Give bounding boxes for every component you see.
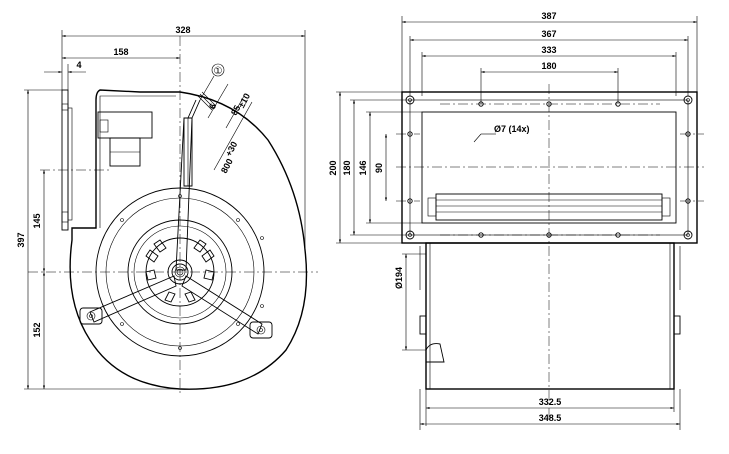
terminal-box — [97, 111, 153, 139]
dim-height-200: 200 — [328, 160, 338, 175]
svg-text:6: 6 — [207, 102, 218, 111]
dim-bottom-overall: 348.5 — [539, 413, 562, 423]
dim-inlet-offset: 158 — [113, 47, 128, 57]
dim-height-90: 90 — [374, 163, 384, 173]
cable-length-dim: 800 +30 — [219, 140, 239, 175]
dim-lower-height: 152 — [32, 322, 42, 337]
dim-wheel-diameter: Ø194 — [394, 267, 404, 289]
dim-top-hole-pitch: 367 — [541, 29, 556, 39]
dim-top-hole-spacing: 180 — [541, 61, 556, 71]
dim-height-180: 180 — [342, 160, 352, 175]
dim-upper-height: 145 — [32, 213, 42, 228]
mounting-flange — [61, 89, 69, 231]
foot-right — [249, 321, 273, 339]
inlet-nozzle — [425, 343, 445, 363]
dim-overall-width: 328 — [175, 25, 190, 35]
scroll-housing — [69, 89, 308, 390]
svg-text:800: 800 — [219, 157, 235, 175]
housing-body — [425, 242, 675, 390]
hole-note: Ø7 (14x) — [494, 124, 530, 134]
dim-bottom-inner: 332.5 — [539, 397, 562, 407]
dim-top-overall: 387 — [541, 11, 556, 21]
cable-strip-short-dim: 6 — [207, 102, 218, 111]
rotor-slots — [145, 239, 215, 303]
right-view: 387 367 333 180 — [328, 11, 704, 430]
dim-height-146: 146 — [358, 160, 368, 175]
callout-circle — [211, 63, 225, 77]
svg-text:±10: ±10 — [236, 92, 252, 110]
dim-top-inner: 333 — [541, 45, 556, 55]
motor-cable — [183, 91, 217, 187]
callout-number: ① — [214, 66, 223, 77]
dim-flange-thickness: 4 — [76, 60, 81, 70]
left-view: 328 158 4 397 145 152 ① 800 +30 6 85 ±1 — [16, 25, 318, 396]
dim-overall-height: 397 — [16, 232, 26, 247]
foot-left — [79, 307, 103, 325]
